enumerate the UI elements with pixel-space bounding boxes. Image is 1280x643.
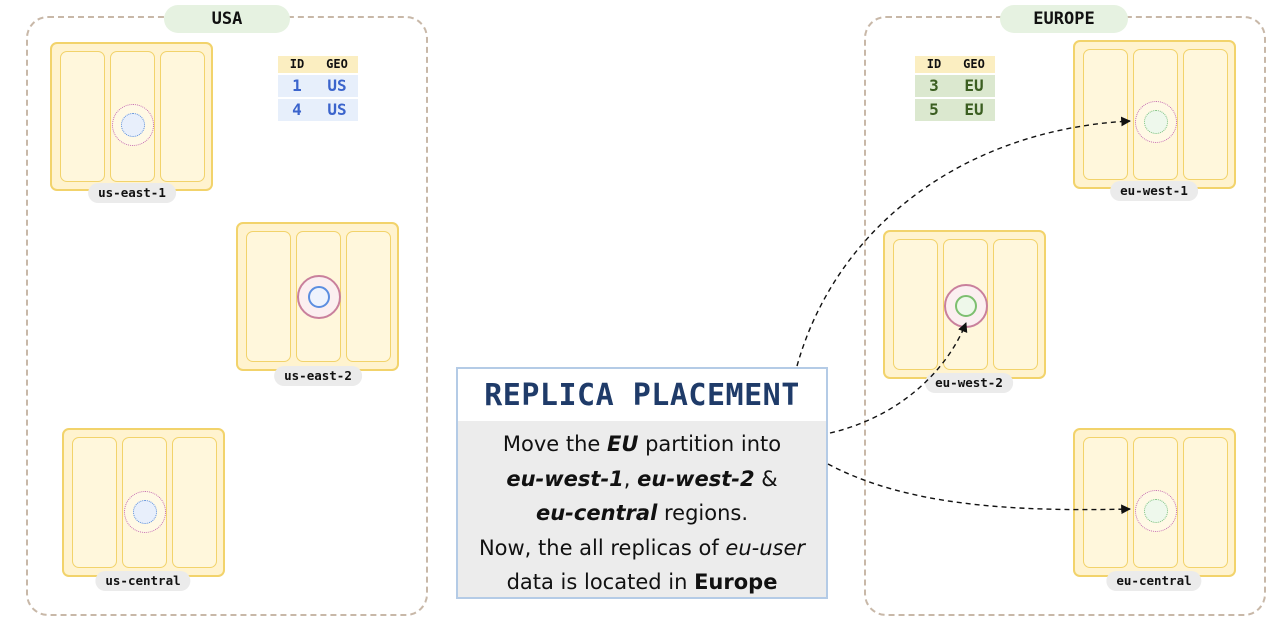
node-column <box>246 231 291 362</box>
us-replica-marker <box>121 113 145 137</box>
card-text: Now, the all replicas of <box>478 535 726 560</box>
card-line: Now, the all replicas of eu-user <box>458 531 826 566</box>
table-row: 3 EU <box>915 75 995 97</box>
table-cell-geo: US <box>327 76 347 95</box>
card-line: Move the EU partition into <box>458 427 826 462</box>
card-body: Move the EU partition into eu-west-1, eu… <box>458 421 826 597</box>
card-line: eu-central regions. <box>458 496 826 531</box>
table-cell-id: 3 <box>929 76 939 95</box>
node-label-us-east-2: us-east-2 <box>274 366 362 386</box>
card-text: Move the <box>502 432 607 456</box>
node-label-eu-west-1: eu-west-1 <box>1110 181 1198 201</box>
replica-placeholder <box>124 491 166 533</box>
node-us-east-2 <box>236 222 399 371</box>
eu-replica-marker <box>1144 499 1168 523</box>
node-label-eu-west-2: eu-west-2 <box>925 373 1013 393</box>
replica-placement-card: REPLICA PLACEMENT Move the EU partition … <box>456 367 828 599</box>
node-eu-central <box>1073 428 1236 577</box>
card-text-bold: Europe <box>694 570 778 594</box>
card-title: REPLICA PLACEMENT <box>458 369 826 421</box>
table-cell-id: 1 <box>292 76 302 95</box>
node-label-us-east-1: us-east-1 <box>88 183 176 203</box>
table-header: ID GEO <box>915 56 995 73</box>
table-row: 4 US <box>278 99 358 121</box>
us-replica-marker <box>308 286 330 308</box>
us-replica-marker <box>133 500 157 524</box>
node-label-us-central: us-central <box>95 571 191 591</box>
card-text-emphasis: eu-central <box>535 501 658 525</box>
arrow-to-eu-west-1 <box>796 116 1131 367</box>
card-text: , <box>623 466 638 491</box>
table-cell-geo: EU <box>964 100 984 119</box>
node-column <box>60 51 105 182</box>
replica-active <box>297 275 341 319</box>
us-partition-table: ID GEO 1 US 4 US <box>278 56 358 121</box>
table-cell-geo: US <box>327 100 347 119</box>
node-column <box>893 239 938 370</box>
table-cell-id: 5 <box>929 100 939 119</box>
table-row: 5 EU <box>915 99 995 121</box>
table-header-geo: GEO <box>326 57 348 71</box>
card-text: data is located in <box>506 570 695 594</box>
table-header: ID GEO <box>278 56 358 73</box>
node-column <box>993 239 1038 370</box>
card-text-emphasis: eu-west-2 <box>637 466 755 491</box>
eu-replica-marker <box>955 295 977 317</box>
node-column <box>346 231 391 362</box>
node-column <box>1183 437 1228 568</box>
table-cell-geo: EU <box>964 76 984 95</box>
card-text: regions. <box>657 501 749 525</box>
node-column <box>1083 437 1128 568</box>
card-text-italic: eu-user <box>725 535 806 560</box>
card-text-emphasis: EU <box>607 432 639 456</box>
table-row: 1 US <box>278 75 358 97</box>
eu-replica-marker <box>1144 110 1168 134</box>
table-header-id: ID <box>289 57 305 71</box>
node-column <box>160 51 205 182</box>
node-column <box>172 437 217 568</box>
region-europe-label: EUROPE <box>1000 5 1128 33</box>
node-column <box>72 437 117 568</box>
node-eu-west-1 <box>1073 40 1236 189</box>
table-header-id: ID <box>926 57 942 71</box>
replica-placeholder <box>1135 490 1177 532</box>
node-label-eu-central: eu-central <box>1106 571 1202 591</box>
arrow-to-eu-central <box>827 463 1131 515</box>
table-header-geo: GEO <box>963 57 985 71</box>
node-us-central <box>62 428 225 577</box>
card-text: partition into <box>638 432 782 456</box>
region-usa-label: USA <box>164 5 290 33</box>
card-line: data is located in Europe <box>458 565 826 600</box>
replica-placeholder <box>112 104 154 146</box>
card-text-emphasis: eu-west-1 <box>506 466 624 491</box>
node-us-east-1 <box>50 42 213 191</box>
table-cell-id: 4 <box>292 100 302 119</box>
card-line: eu-west-1, eu-west-2 & <box>458 462 826 497</box>
replica-placeholder <box>1135 101 1177 143</box>
card-text: & <box>754 466 778 491</box>
node-column <box>1083 49 1128 180</box>
arrow-to-eu-west-2 <box>829 322 968 434</box>
node-eu-west-2 <box>883 230 1046 379</box>
node-column <box>1183 49 1228 180</box>
eu-partition-table: ID GEO 3 EU 5 EU <box>915 56 995 121</box>
